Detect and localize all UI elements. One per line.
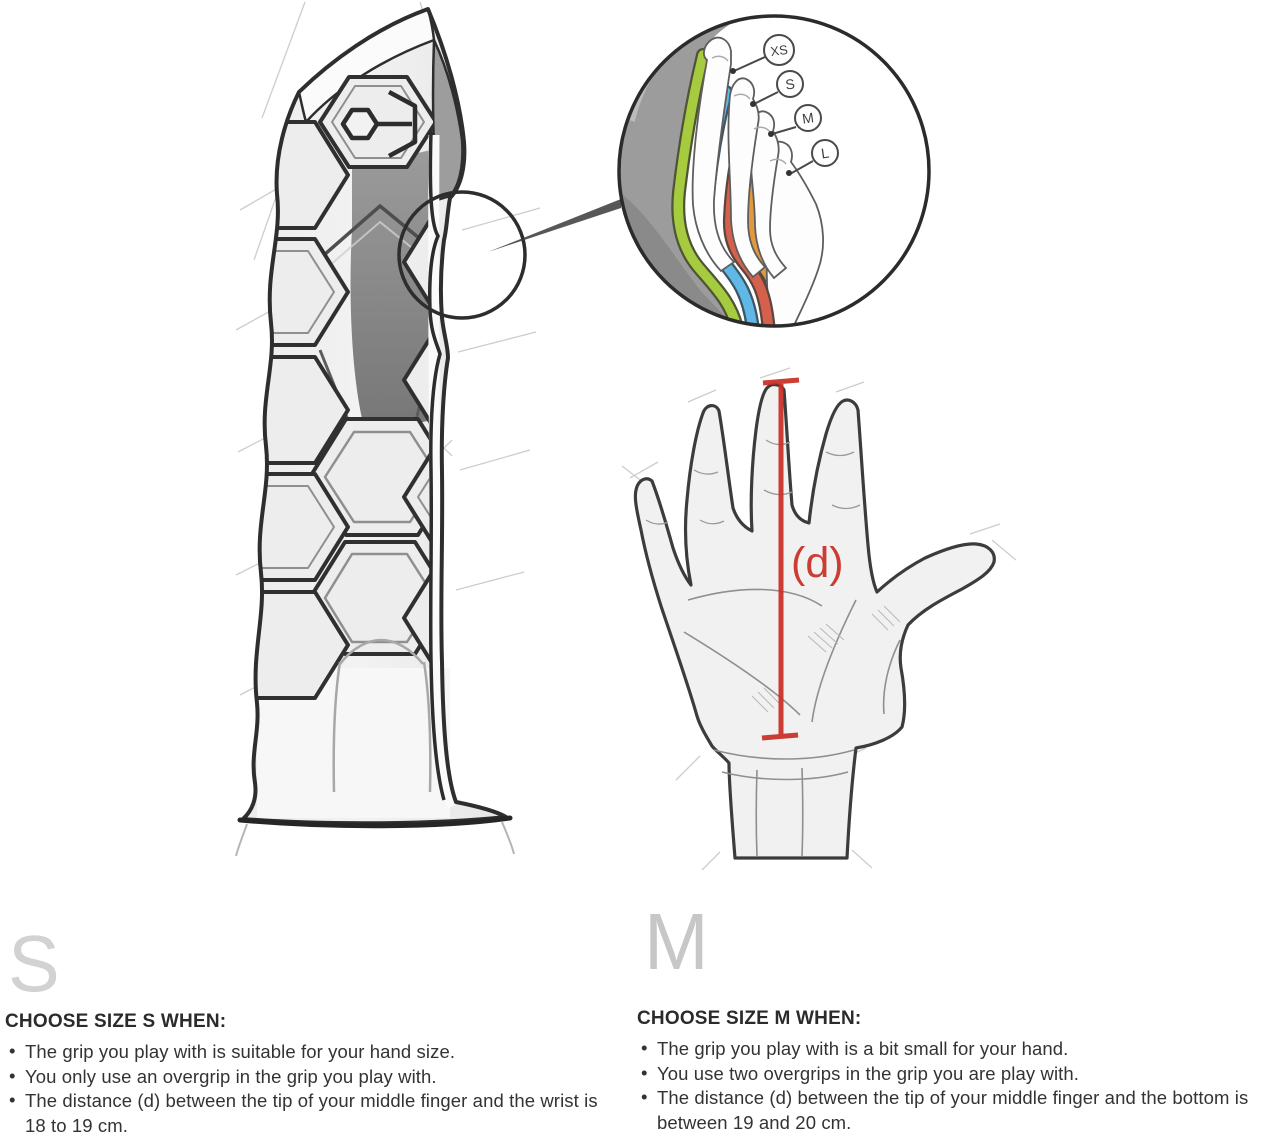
measure-cap-bottom [761, 732, 799, 741]
grip-base-shadow-right [501, 821, 515, 855]
magnifier-detail: XS S M L [617, 14, 931, 328]
size-label-m-text: M [801, 109, 815, 126]
finger-knuckle-lines [645, 439, 861, 525]
layer-m-face [748, 110, 788, 280]
list-item: The grip you play with is suitable for y… [5, 1039, 615, 1065]
measure-cap-top [762, 377, 800, 386]
grip-base-line [237, 815, 513, 829]
size-label-m: M [794, 104, 822, 132]
list-item: The distance (d) between the tip of your… [637, 1085, 1263, 1135]
size-s-section: CHOOSE SIZE S WHEN: The grip you play wi… [5, 1011, 615, 1136]
label-leader-lines [733, 56, 814, 175]
size-label-xs-text: XS [769, 42, 789, 59]
grip-sketch [235, 1, 621, 857]
size-s-heading: CHOOSE SIZE S WHEN: [5, 1011, 227, 1032]
list-item: You use two overgrips in the grip you ar… [637, 1061, 1263, 1087]
list-item: The grip you play with is a bit small fo… [637, 1036, 1263, 1062]
magnifier-source-circle [397, 190, 527, 320]
grip-edge-band [428, 131, 458, 809]
hand-diagram: (d) [621, 367, 1017, 870]
layer-xs-face [691, 36, 736, 273]
size-s-bullet-1: The grip you play with is suitable for y… [25, 1041, 456, 1062]
size-s-bullet-2: You only use an overgrip in the grip you… [25, 1065, 437, 1087]
layer-xs-strip [673, 50, 742, 326]
grip-butt-ridges [332, 638, 432, 793]
magnifier-connector-line [488, 199, 621, 252]
label-anchor-dots [730, 68, 792, 176]
size-label-s: S [776, 70, 804, 98]
layer-bevel-marks [711, 55, 787, 165]
size-m-bullet-list: The grip you play with is a bit small fo… [637, 1036, 1263, 1135]
list-item: You only use an overgrip in the grip you… [5, 1064, 615, 1090]
measure-label: (d) [791, 539, 844, 587]
size-m-section: CHOOSE SIZE M WHEN: The grip you play wi… [637, 1008, 1263, 1135]
hand-creases [683, 588, 901, 857]
size-label-l: L [811, 139, 839, 167]
logo-hexagon [318, 75, 433, 169]
hand-outline [633, 383, 996, 860]
size-s-bullet-3: The distance (d) between the tip of your… [25, 1090, 598, 1136]
size-m-bullet-1: The grip you play with is a bit small fo… [657, 1038, 1069, 1059]
size-label-l-text: L [820, 145, 830, 162]
lens-rim [617, 14, 931, 328]
measurement-d: (d) [761, 377, 844, 741]
size-label-xs: XS [763, 34, 795, 66]
palm-hatching [751, 605, 901, 713]
list-item: The distance (d) between the tip of your… [5, 1088, 615, 1136]
size-label-s-text: S [784, 75, 795, 92]
grip-base-shadow-left [235, 823, 248, 857]
size-m-bullet-3: The distance (d) between the tip of your… [657, 1087, 1249, 1133]
size-m-heading: CHOOSE SIZE M WHEN: [637, 1008, 862, 1029]
size-m-bullet-2: You use two overgrips in the grip you ar… [657, 1062, 1080, 1084]
size-s-bullet-list: The grip you play with is suitable for y… [5, 1039, 615, 1136]
size-s-letter: S [8, 919, 60, 1008]
size-m-letter: M [644, 897, 709, 986]
